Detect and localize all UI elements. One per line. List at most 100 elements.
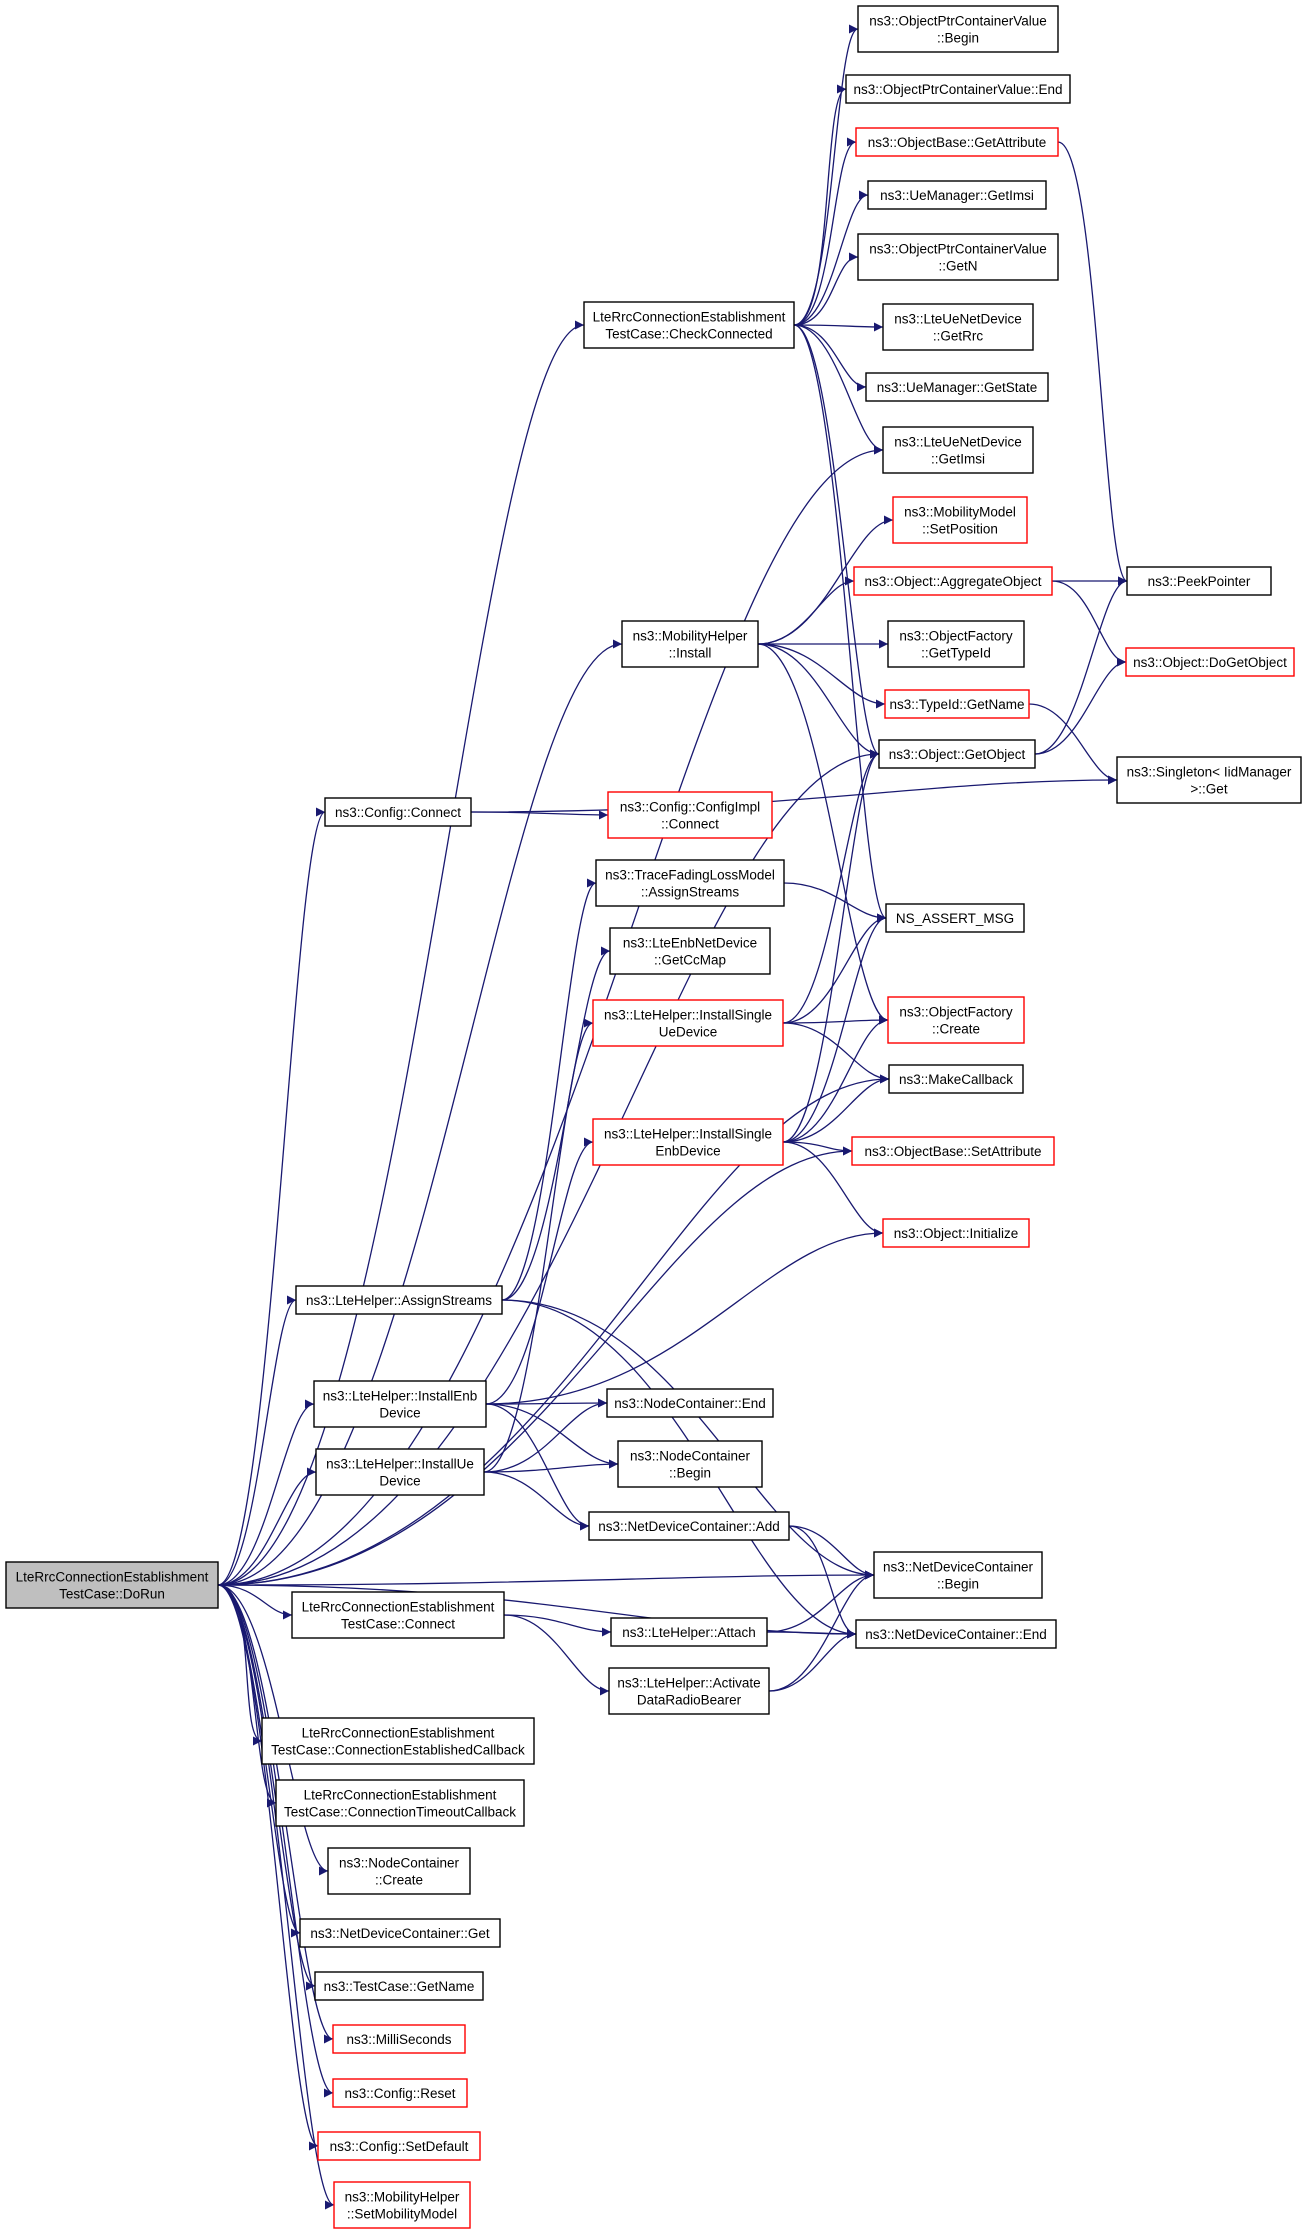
edge-lh-installue-single-to-makecallback — [782, 1022, 890, 1084]
node-label: ns3::ObjectPtrContainerValue — [869, 14, 1047, 29]
edge-checkconnected-to-ns-assert — [793, 324, 887, 923]
node-ndc-get[interactable]: ns3::NetDeviceContainer::Get — [299, 1918, 501, 1948]
node-peekpointer[interactable]: ns3::PeekPointer — [1126, 566, 1272, 596]
node-lh-assign[interactable]: ns3::LteHelper::AssignStreams — [295, 1285, 503, 1315]
node-optr-begin[interactable]: ns3::ObjectPtrContainerValue::Begin — [857, 5, 1059, 53]
node-tfl-assign[interactable]: ns3::TraceFadingLossModel::AssignStreams — [595, 859, 785, 907]
node-typeid-getname[interactable]: ns3::TypeId::GetName — [884, 689, 1030, 719]
node-box — [588, 1511, 790, 1541]
edge-ndc-add-to-ndc-begin — [788, 1525, 875, 1580]
node-box — [327, 1847, 471, 1895]
edge-lh-installue-to-nc-begin — [483, 1459, 619, 1473]
node-label: ns3::Config::SetDefault — [330, 2139, 469, 2154]
node-box — [261, 1717, 535, 1765]
node-tc-conntimeout[interactable]: LteRrcConnectionEstablishmentTestCase::C… — [275, 1779, 525, 1827]
node-of-create[interactable]: ns3::ObjectFactory::Create — [887, 996, 1025, 1044]
node-box — [1126, 566, 1272, 596]
node-label: ns3::Config::Connect — [335, 805, 461, 820]
node-label: ns3::ObjectFactory — [899, 629, 1013, 644]
edge-dorun-to-config-reset — [217, 1584, 334, 2098]
node-box — [888, 1064, 1024, 1094]
node-label: ns3::UeManager::GetImsi — [880, 188, 1034, 203]
node-box — [275, 1779, 525, 1827]
node-makecallback[interactable]: ns3::MakeCallback — [888, 1064, 1024, 1094]
node-box — [855, 1619, 1057, 1649]
node-optr-getn[interactable]: ns3::ObjectPtrContainerValue::GetN — [857, 233, 1059, 281]
edge-lh-installue-single-to-obj-getobject — [782, 749, 880, 1024]
node-label: NS_ASSERT_MSG — [896, 911, 1014, 926]
edge-lh-installenb-single-to-of-create — [782, 1015, 889, 1143]
node-label: ns3::Object::GetObject — [889, 747, 1026, 762]
node-config-setdefault[interactable]: ns3::Config::SetDefault — [317, 2131, 481, 2161]
node-obj-getobject[interactable]: ns3::Object::GetObject — [878, 739, 1036, 769]
node-box — [857, 233, 1059, 281]
edge-dorun-to-ob-setattr — [217, 1146, 853, 1586]
node-uemgr-getstate[interactable]: ns3::UeManager::GetState — [865, 372, 1049, 402]
node-label: ::GetCcMap — [654, 953, 726, 968]
node-label: ns3::LteHelper::AssignStreams — [306, 1293, 492, 1308]
node-label: ns3::LteHelper::InstallEnb — [323, 1389, 478, 1404]
node-obj-initialize[interactable]: ns3::Object::Initialize — [882, 1218, 1030, 1248]
node-ltend-getrrc[interactable]: ns3::LteUeNetDevice::GetRrc — [882, 303, 1034, 351]
node-label: ns3::NetDeviceContainer::End — [865, 1627, 1047, 1642]
edge-checkconnected-to-ob-getattr — [793, 137, 857, 326]
node-lh-attach[interactable]: ns3::LteHelper::Attach — [610, 1617, 768, 1647]
node-label: ns3::MilliSeconds — [346, 2032, 451, 2047]
node-singleton-get[interactable]: ns3::Singleton< IidManager>::Get — [1116, 756, 1302, 804]
node-checkconnected[interactable]: LteRrcConnectionEstablishmentTestCase::C… — [583, 301, 795, 349]
node-testcase-getname[interactable]: ns3::TestCase::GetName — [314, 1971, 484, 2001]
node-obj-dogetobject[interactable]: ns3::Object::DoGetObject — [1125, 647, 1295, 677]
node-mh-install[interactable]: ns3::MobilityHelper::Install — [621, 620, 759, 668]
node-ndc-end[interactable]: ns3::NetDeviceContainer::End — [855, 1619, 1057, 1649]
node-config-connect[interactable]: ns3::Config::Connect — [324, 797, 472, 827]
node-ob-getattr[interactable]: ns3::ObjectBase::GetAttribute — [855, 127, 1059, 157]
node-box — [873, 1551, 1043, 1599]
node-mm-setpos[interactable]: ns3::MobilityModel::SetPosition — [892, 496, 1028, 544]
node-ndc-begin[interactable]: ns3::NetDeviceContainer::Begin — [873, 1551, 1043, 1599]
node-label: ns3::ObjectPtrContainerValue::End — [853, 82, 1062, 97]
node-obj-aggregate[interactable]: ns3::Object::AggregateObject — [853, 566, 1053, 596]
node-optr-end[interactable]: ns3::ObjectPtrContainerValue::End — [845, 74, 1071, 104]
node-nc-begin[interactable]: ns3::NodeContainer::Begin — [617, 1440, 763, 1488]
node-label: ns3::LteHelper::InstallUe — [326, 1457, 474, 1472]
node-dorun[interactable]: LteRrcConnectionEstablishmentTestCase::D… — [5, 1561, 219, 1609]
edge-dorun-to-mh-install — [217, 639, 623, 1586]
node-mh-setmobility[interactable]: ns3::MobilityHelper::SetMobilityModel — [333, 2181, 471, 2229]
node-config-reset[interactable]: ns3::Config::Reset — [332, 2078, 468, 2108]
node-tc-connect[interactable]: LteRrcConnectionEstablishmentTestCase::C… — [291, 1591, 505, 1639]
edge-dorun-to-config-connect — [217, 807, 326, 1586]
node-label: ::Begin — [669, 1466, 711, 1481]
node-label: ns3::MobilityHelper — [345, 2190, 460, 2205]
edge-tc-connect-to-lh-activate — [503, 1614, 610, 1696]
node-nc-create[interactable]: ns3::NodeContainer::Create — [327, 1847, 471, 1895]
node-ltend-getimsi[interactable]: ns3::LteUeNetDevice::GetImsi — [882, 426, 1034, 474]
node-ns-assert[interactable]: NS_ASSERT_MSG — [885, 903, 1025, 933]
node-configimpl-connect[interactable]: ns3::Config::ConfigImpl::Connect — [607, 791, 773, 839]
node-box — [313, 1380, 487, 1428]
node-enb-getccmap[interactable]: ns3::LteEnbNetDevice::GetCcMap — [609, 927, 771, 975]
node-ob-setattr[interactable]: ns3::ObjectBase::SetAttribute — [851, 1136, 1055, 1166]
edge-lh-installue-to-lh-installue-single — [483, 1018, 594, 1473]
node-of-gettypeid[interactable]: ns3::ObjectFactory::GetTypeId — [887, 620, 1025, 668]
node-milliseconds[interactable]: ns3::MilliSeconds — [332, 2024, 466, 2054]
node-ndc-add[interactable]: ns3::NetDeviceContainer::Add — [588, 1511, 790, 1541]
node-label: LteRrcConnectionEstablishment — [16, 1570, 209, 1585]
node-label: DataRadioBearer — [637, 1693, 742, 1708]
node-nc-end[interactable]: ns3::NodeContainer::End — [606, 1388, 774, 1418]
edge-dorun-to-lh-installue — [217, 1467, 317, 1586]
node-label: TestCase::DoRun — [59, 1587, 165, 1602]
node-label: ns3::LteUeNetDevice — [894, 312, 1022, 327]
node-uemgr-getimsi[interactable]: ns3::UeManager::GetImsi — [867, 180, 1047, 210]
node-box — [5, 1561, 219, 1609]
edge-lh-installue-to-nc-end — [483, 1398, 608, 1473]
node-label: ::AssignStreams — [641, 885, 740, 900]
edge-checkconnected-to-optr-end — [793, 84, 847, 326]
edge-dorun-to-makecallback — [217, 1074, 890, 1586]
node-tc-connestab[interactable]: LteRrcConnectionEstablishmentTestCase::C… — [261, 1717, 535, 1765]
node-label: ns3::LteHelper::Attach — [622, 1625, 756, 1640]
